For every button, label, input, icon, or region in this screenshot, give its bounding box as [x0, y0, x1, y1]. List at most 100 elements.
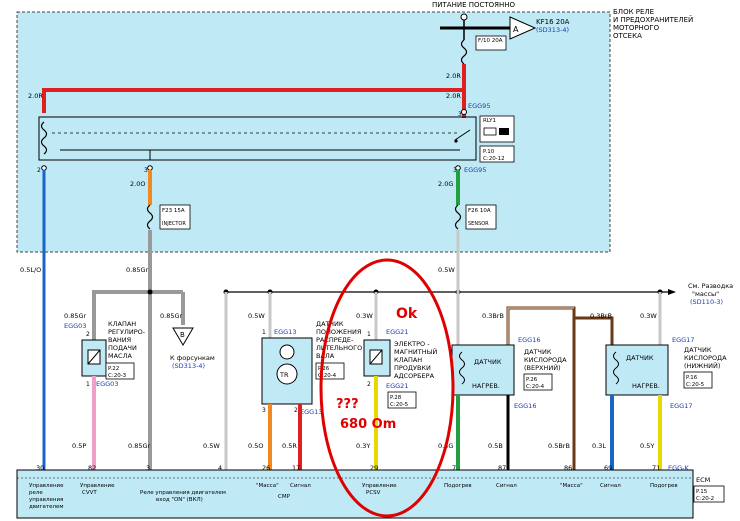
svg-text:29: 29 — [370, 464, 378, 472]
svg-text:2.0G: 2.0G — [438, 180, 453, 188]
svg-text:0.5W: 0.5W — [248, 312, 265, 320]
ground-ref-1: См. Разводка — [688, 282, 733, 290]
svg-text:PCSV: PCSV — [366, 490, 381, 496]
svg-text:0.3W: 0.3W — [640, 312, 657, 320]
svg-text:F/10 20A: F/10 20A — [478, 38, 503, 44]
svg-text:P.28: P.28 — [390, 395, 402, 401]
svg-text:МАГНИТНЫЙ: МАГНИТНЫЙ — [394, 347, 437, 356]
svg-text:EGG13: EGG13 — [274, 328, 296, 336]
svg-text:0.85Gr: 0.85Gr — [128, 442, 151, 450]
annotation-ellipse — [319, 258, 455, 518]
svg-text:Управление: Управление — [80, 483, 115, 489]
svg-text:C:20-3: C:20-3 — [108, 373, 127, 379]
svg-text:двигателем: двигателем — [29, 504, 64, 510]
svg-text:КЛАПАН: КЛАПАН — [394, 356, 422, 364]
svg-text:НАГРЕВ.: НАГРЕВ. — [632, 382, 660, 390]
power-terminal — [460, 13, 468, 21]
svg-text:EGG03: EGG03 — [96, 380, 118, 388]
svg-text:C:20-4: C:20-4 — [318, 373, 337, 379]
svg-text:К форсункам: К форсункам — [170, 354, 215, 362]
svg-text:B: B — [180, 331, 185, 339]
annotation-ok: Ok — [396, 306, 418, 322]
svg-text:F26 10A: F26 10A — [468, 208, 491, 214]
svg-text:РЕГУЛИРО-: РЕГУЛИРО- — [108, 328, 146, 336]
svg-text:КИСЛОРОДА: КИСЛОРОДА — [684, 354, 727, 362]
svg-text:3: 3 — [144, 167, 148, 174]
svg-text:"Масса": "Масса" — [560, 483, 583, 489]
svg-text:C:20-2: C:20-2 — [696, 496, 714, 502]
wire-2-0r-bus — [42, 88, 466, 118]
svg-text:ПОЛОЖЕНИЯ: ПОЛОЖЕНИЯ — [316, 328, 361, 336]
svg-text:3: 3 — [262, 407, 266, 414]
power-label: ПИТАНИЕ ПОСТОЯННО — [432, 1, 516, 9]
svg-text:0.3Y: 0.3Y — [356, 442, 370, 450]
svg-text:7: 7 — [452, 464, 456, 472]
svg-text:C:20-12: C:20-12 — [483, 156, 505, 162]
svg-text:P.10: P.10 — [483, 149, 495, 155]
svg-text:Подогрев: Подогрев — [650, 483, 678, 489]
fuse-top-label: KF16 20A — [536, 18, 570, 26]
svg-text:РАСПРЕДЕ-: РАСПРЕДЕ- — [316, 336, 354, 344]
svg-text:"Масса": "Масса" — [256, 483, 279, 489]
svg-text:0.5Y: 0.5Y — [640, 442, 654, 450]
svg-text:EGG16: EGG16 — [514, 402, 536, 410]
svg-text:C:20-5: C:20-5 — [390, 402, 409, 408]
svg-text:2.0R: 2.0R — [446, 92, 461, 100]
fuse-top-ref: (SD313-4) — [536, 26, 569, 34]
block-title-3: МОТОРНОГО — [613, 24, 660, 32]
annotation-question: ??? — [336, 397, 359, 412]
svg-text:71: 71 — [652, 464, 660, 472]
svg-text:RLY1: RLY1 — [483, 118, 496, 124]
svg-text:INJECTOR: INJECTOR — [162, 221, 186, 227]
svg-text:ЛИТЕЛЬНОГО: ЛИТЕЛЬНОГО — [316, 344, 362, 352]
svg-text:2: 2 — [86, 331, 90, 338]
svg-text:ПРОДУВКИ: ПРОДУВКИ — [394, 364, 431, 372]
svg-text:TR: TR — [279, 371, 289, 379]
block-title-4: ОТСЕКА — [613, 32, 642, 40]
svg-text:4: 4 — [218, 464, 222, 472]
svg-text:ECM: ECM — [696, 476, 710, 484]
annotation-ohm: 680 Om — [340, 417, 396, 432]
svg-text:1: 1 — [86, 381, 90, 388]
svg-text:(ВЕРХНИЙ): (ВЕРХНИЙ) — [524, 363, 561, 372]
svg-text:3: 3 — [458, 111, 462, 118]
svg-text:(SD313-4): (SD313-4) — [172, 362, 205, 370]
connector-a-triangle — [509, 16, 537, 40]
svg-text:EGG17: EGG17 — [670, 402, 692, 410]
svg-text:0.5O: 0.5O — [248, 442, 263, 450]
svg-text:EGG95: EGG95 — [468, 102, 490, 110]
svg-text:0.3L: 0.3L — [592, 442, 606, 450]
svg-text:реле: реле — [29, 490, 43, 496]
relay-page-box — [479, 145, 515, 163]
svg-text:2: 2 — [367, 381, 371, 388]
svg-text:0.5B: 0.5B — [488, 442, 503, 450]
svg-text:ДАТЧИК: ДАТЧИК — [474, 358, 502, 366]
svg-text:Управление: Управление — [362, 483, 397, 489]
svg-text:30: 30 — [36, 464, 44, 472]
fuse-f10-symbol — [460, 39, 468, 65]
svg-text:EGG03: EGG03 — [64, 322, 86, 330]
relay-coil — [40, 121, 48, 155]
svg-text:1: 1 — [262, 329, 266, 336]
svg-text:управления: управления — [29, 497, 63, 503]
svg-text:0.85Gr: 0.85Gr — [64, 312, 87, 320]
svg-text:2.0O: 2.0O — [130, 180, 145, 188]
svg-text:EGG13: EGG13 — [300, 408, 322, 416]
svg-text:C:20-4: C:20-4 — [526, 384, 545, 390]
svg-text:Реле управления двигателем: Реле управления двигателем — [140, 490, 226, 496]
svg-text:0.5L/O: 0.5L/O — [20, 266, 41, 274]
svg-text:SENSOR: SENSOR — [468, 221, 489, 227]
svg-text:Сигнал: Сигнал — [600, 483, 621, 489]
svg-text:P.15: P.15 — [696, 489, 708, 495]
svg-text:КИСЛОРОДА: КИСЛОРОДА — [524, 356, 567, 364]
svg-text:3: 3 — [453, 167, 457, 174]
svg-text:87: 87 — [498, 464, 506, 472]
svg-text:0.3W: 0.3W — [356, 312, 373, 320]
svg-text:1: 1 — [367, 331, 371, 338]
svg-text:ЭЛЕКТРО -: ЭЛЕКТРО - — [394, 340, 430, 348]
svg-text:P.26: P.26 — [318, 366, 330, 372]
svg-text:P.26: P.26 — [526, 377, 538, 383]
svg-text:26: 26 — [262, 464, 270, 472]
svg-text:АДСОРБЕРА: АДСОРБЕРА — [394, 372, 435, 380]
